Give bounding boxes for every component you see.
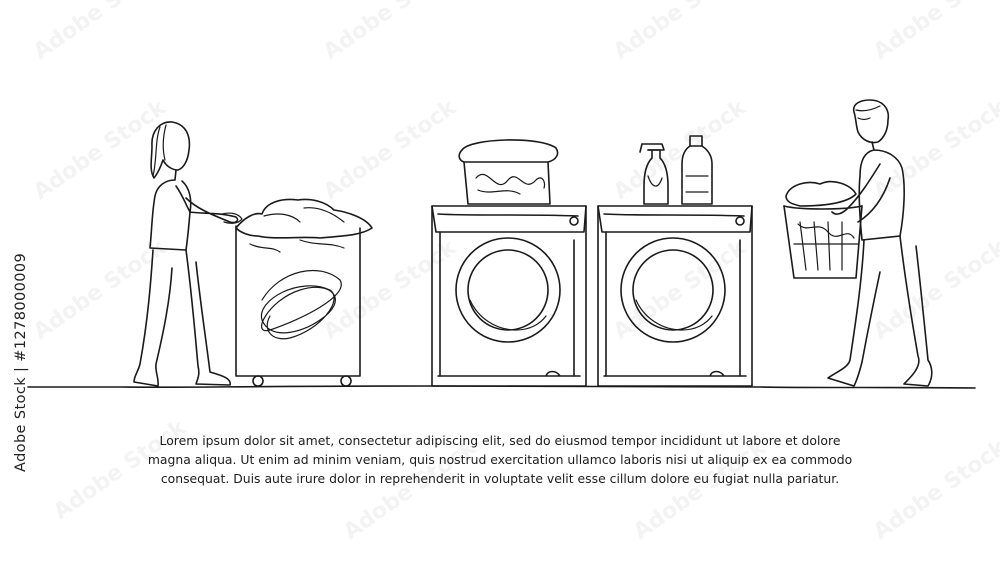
washer-right-door-highlight bbox=[635, 299, 713, 331]
basket-rim bbox=[458, 139, 559, 163]
cart-wheel-left bbox=[252, 375, 264, 387]
washer-right-feet bbox=[603, 370, 747, 377]
spray-bottle-trigger bbox=[639, 143, 665, 153]
washer-right-door-inner bbox=[632, 249, 714, 331]
man-basket-slats bbox=[793, 221, 859, 271]
washing-machine-right bbox=[597, 205, 753, 387]
caption-line: Lorem ipsum dolor sit amet, consectetur … bbox=[159, 433, 841, 448]
watermark-tile: Adobe Stock bbox=[319, 95, 462, 205]
washer-right-side-divider bbox=[605, 231, 741, 377]
washer-left-body bbox=[431, 205, 587, 387]
man-basket-rim bbox=[783, 205, 863, 210]
man-basket-squiggle bbox=[797, 223, 855, 239]
basket-on-washer bbox=[458, 139, 559, 205]
cart-body bbox=[235, 225, 361, 377]
washer-left-knob bbox=[569, 216, 579, 226]
woman-figure bbox=[133, 121, 243, 387]
watermark-tile: Adobe Stock bbox=[609, 95, 752, 205]
caption-paragraph: Lorem ipsum dolor sit amet, consectetur … bbox=[100, 431, 900, 488]
watermark-tile: Adobe Stock bbox=[319, 0, 462, 65]
washer-left-side-divider bbox=[439, 231, 575, 377]
cart-wheel-right bbox=[340, 375, 352, 387]
caption-line: consequat. Duis aute irure dolor in repr… bbox=[160, 471, 840, 486]
washer-left-feet bbox=[437, 370, 581, 377]
washing-machine-left bbox=[431, 205, 587, 387]
basket-squiggle bbox=[475, 173, 546, 195]
washer-left-door-highlight bbox=[469, 299, 547, 331]
cart-clothes-pile bbox=[235, 198, 373, 239]
watermark-tile: Adobe Stock bbox=[29, 95, 172, 205]
washer-right-door-outer bbox=[620, 237, 726, 343]
woman-head bbox=[150, 121, 191, 179]
detergent-bottle bbox=[681, 135, 713, 205]
man-hair bbox=[855, 105, 881, 121]
woman-arms bbox=[175, 185, 239, 224]
laundry-cart bbox=[235, 198, 373, 387]
washer-right-control-panel bbox=[597, 205, 753, 233]
man-head bbox=[852, 99, 890, 144]
spray-bottle-label bbox=[647, 175, 663, 187]
detergent-bottle-label bbox=[685, 175, 709, 193]
detergent-bottle-body bbox=[681, 145, 713, 205]
watermark-tile: Adobe Stock bbox=[609, 0, 752, 65]
washer-left-control-panel bbox=[431, 205, 587, 233]
washer-left-door-outer bbox=[455, 237, 561, 343]
man-legs bbox=[827, 235, 933, 387]
spray-bottle-body bbox=[643, 149, 669, 205]
man-basket-clothes bbox=[785, 180, 857, 207]
washer-left-door-inner bbox=[467, 249, 549, 331]
caption-line: magna aliqua. Ut enim ad minim veniam, q… bbox=[147, 452, 853, 467]
watermark-tile: Adobe Stock bbox=[869, 0, 1000, 65]
cart-scribble bbox=[260, 269, 342, 340]
washer-right-body bbox=[597, 205, 753, 387]
cart-clothes-folds bbox=[249, 207, 345, 253]
washer-right-knob bbox=[735, 216, 745, 226]
watermark-tile: Adobe Stock bbox=[869, 95, 1000, 205]
spray-bottle bbox=[639, 143, 669, 205]
woman-legs bbox=[133, 249, 231, 387]
man-figure bbox=[827, 99, 933, 387]
basket-body bbox=[463, 161, 551, 205]
woman-hair-strands bbox=[152, 124, 167, 177]
man-laundry-basket bbox=[783, 180, 863, 279]
man-basket-body bbox=[783, 205, 863, 279]
floor-line bbox=[27, 385, 976, 389]
stock-id-label: Adobe Stock | #1278000009 bbox=[13, 252, 29, 472]
watermark-tile: Adobe Stock bbox=[29, 0, 172, 65]
watermark-tile: Adobe Stock bbox=[869, 235, 1000, 345]
woman-hand bbox=[221, 212, 243, 224]
